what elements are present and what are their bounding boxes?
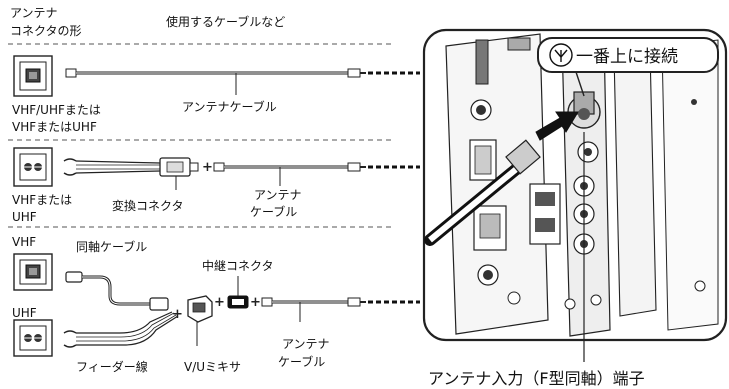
row3-mixer-label: V/Uミキサ — [184, 360, 241, 374]
header-cables-used: 使用するケーブルなど — [166, 14, 285, 29]
row1-connector-label-line2: VHFまたはUHF — [12, 120, 97, 134]
row2-adapter-label: 変換コネクタ — [112, 198, 184, 213]
plus-sign: + — [202, 160, 213, 175]
uhf-twin-lead-outlet-icon — [13, 319, 53, 357]
wall-outlet-icon — [13, 55, 53, 97]
row1-connector-label-line1: VHF/UHFまたは — [12, 103, 101, 117]
header-connector-shape-line2: コネクタの形 — [10, 24, 82, 38]
row3-relay-label: 中継コネクタ — [202, 258, 274, 273]
antenna-cable-icon — [261, 297, 366, 322]
row2-connector-label-line2: UHF — [12, 210, 37, 224]
row3-coax-label: 同軸ケーブル — [76, 239, 147, 254]
feeder-wire-icon — [63, 311, 179, 348]
conversion-connector-icon — [63, 157, 199, 190]
callout-box — [537, 37, 719, 97]
vu-mixer-icon — [187, 295, 213, 346]
row3-uhf-label: UHF — [12, 306, 37, 320]
coax-cable-icon — [65, 271, 169, 311]
antenna-cable-icon — [213, 162, 366, 186]
antenna-icon — [549, 43, 573, 67]
row2-cable-label-line1: アンテナ — [254, 188, 302, 202]
antenna-cable-icon — [65, 68, 366, 95]
antenna-input-label: アンテナ入力（F型同軸）端子 — [428, 369, 645, 388]
row2-cable-label-line2: ケーブル — [250, 204, 297, 219]
vhf-outlet-icon — [13, 253, 53, 291]
row3-vhf-label: VHF — [12, 235, 36, 249]
twin-lead-outlet-icon — [13, 147, 53, 187]
row3-feeder-label: フィーダー線 — [76, 359, 148, 374]
row3-cable-label-line1: アンテナ — [282, 337, 330, 351]
callout-text: 一番上に接続 — [576, 47, 678, 67]
plus-sign: + — [172, 307, 183, 322]
row3-cable-label-line2: ケーブル — [278, 354, 325, 369]
plus-sign: + — [250, 295, 261, 310]
row2-connector-label-line1: VHFまたは — [12, 193, 72, 207]
pc-back-panel — [422, 28, 728, 342]
relay-connector-icon — [227, 276, 249, 309]
row1-cable-label: アンテナケーブル — [182, 99, 277, 114]
header-connector-shape-line1: アンテナ — [10, 6, 58, 20]
plus-sign: + — [214, 295, 225, 310]
